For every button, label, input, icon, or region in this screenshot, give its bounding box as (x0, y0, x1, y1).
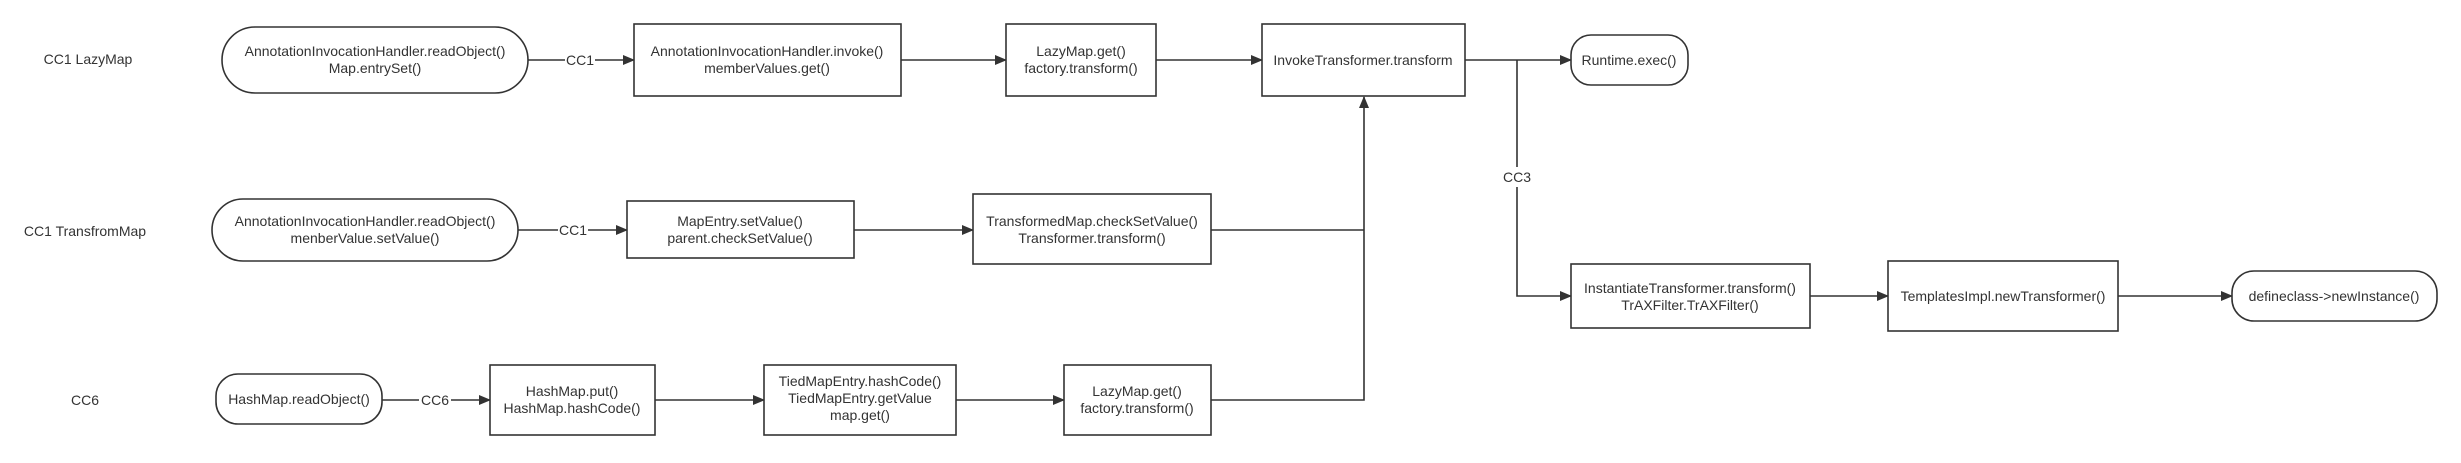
node-runtime-exec (1570, 34, 1689, 86)
node-tiedmapentry-hashcode-line2: TiedMapEntry.getValue (788, 390, 932, 406)
node-instantiatetransformer-transform (1570, 263, 1811, 329)
node-tiedmapentry-hashcode-line3: map.get() (830, 407, 890, 423)
node-transformedmap-checksetvalue-line1: TransformedMap.checkSetValue() (986, 213, 1198, 229)
node-annotation-readobject-lazymap-line2: Map.entrySet() (329, 60, 422, 76)
node-defineclass-newinstance (2231, 270, 2438, 322)
edge-label-cc6: CC6 (421, 392, 449, 408)
node-transformedmap-checksetvalue-line2: Transformer.transform() (1018, 230, 1165, 246)
row-label-cc1-transfrommap: CC1 TransfromMap (24, 223, 146, 239)
node-annotation-invoke-line1: AnnotationInvocationHandler.invoke() (651, 43, 884, 59)
node-templatesimpl-newtransformer (1887, 260, 2119, 332)
node-lazymap-get-bottom-line1: LazyMap.get() (1092, 383, 1181, 399)
node-annotation-readobject-transformedmap (211, 198, 519, 262)
node-templatesimpl-newtransformer-line1: TemplatesImpl.newTransformer() (1901, 288, 2106, 304)
node-annotation-readobject-lazymap (221, 26, 529, 94)
node-invoketransformer-transform-line1: InvokeTransformer.transform (1273, 52, 1452, 68)
edge-label-cc1-top: CC1 (566, 52, 594, 68)
node-annotation-readobject-lazymap-line1: AnnotationInvocationHandler.readObject() (245, 43, 506, 59)
node-hashmap-put-line1: HashMap.put() (526, 383, 619, 399)
edge-label-cc3: CC3 (1503, 169, 1531, 185)
node-lazymap-get-top-line1: LazyMap.get() (1036, 43, 1125, 59)
nodes: AnnotationInvocationHandler.readObject()… (211, 23, 2438, 436)
node-lazymap-get-bottom (1063, 364, 1212, 436)
edge-n4-n13 (1516, 60, 1572, 301)
edge-label-cc1-mid: CC1 (559, 222, 587, 238)
node-instantiatetransformer-transform-line2: TrAXFilter.TrAXFilter() (1621, 297, 1758, 313)
node-lazymap-get-top-line2: factory.transform() (1024, 60, 1137, 76)
node-hashmap-put (489, 364, 656, 436)
node-invoketransformer-transform (1261, 23, 1466, 97)
node-hashmap-readobject (215, 373, 383, 425)
node-mapentry-setvalue (626, 200, 855, 259)
node-annotation-readobject-transformedmap-line1: AnnotationInvocationHandler.readObject() (235, 213, 496, 229)
node-hashmap-readobject-line1: HashMap.readObject() (228, 391, 370, 407)
row-label-cc6: CC6 (71, 392, 99, 408)
node-mapentry-setvalue-line2: parent.checkSetValue() (667, 230, 812, 246)
edge-n12-n4 (1211, 96, 1369, 401)
row-label-cc1-lazymap: CC1 LazyMap (44, 51, 133, 67)
edge-labels: CC1 CC1 CC6 CC3 (419, 50, 1533, 410)
node-mapentry-setvalue-line1: MapEntry.setValue() (677, 213, 803, 229)
node-transformedmap-checksetvalue (972, 193, 1212, 265)
node-runtime-exec-line1: Runtime.exec() (1582, 52, 1677, 68)
node-annotation-invoke (633, 23, 902, 97)
node-instantiatetransformer-transform-line1: InstantiateTransformer.transform() (1584, 280, 1796, 296)
node-tiedmapentry-hashcode-line1: TiedMapEntry.hashCode() (779, 373, 942, 389)
node-annotation-readobject-transformedmap-line2: menberValue.setValue() (291, 230, 440, 246)
node-lazymap-get-bottom-line2: factory.transform() (1080, 400, 1193, 416)
node-annotation-invoke-line2: memberValues.get() (704, 60, 830, 76)
node-tiedmapentry-hashcode (763, 364, 957, 436)
node-hashmap-put-line2: HashMap.hashCode() (504, 400, 641, 416)
node-lazymap-get-top (1005, 23, 1157, 97)
node-defineclass-newinstance-line1: defineclass->newInstance() (2249, 288, 2420, 304)
